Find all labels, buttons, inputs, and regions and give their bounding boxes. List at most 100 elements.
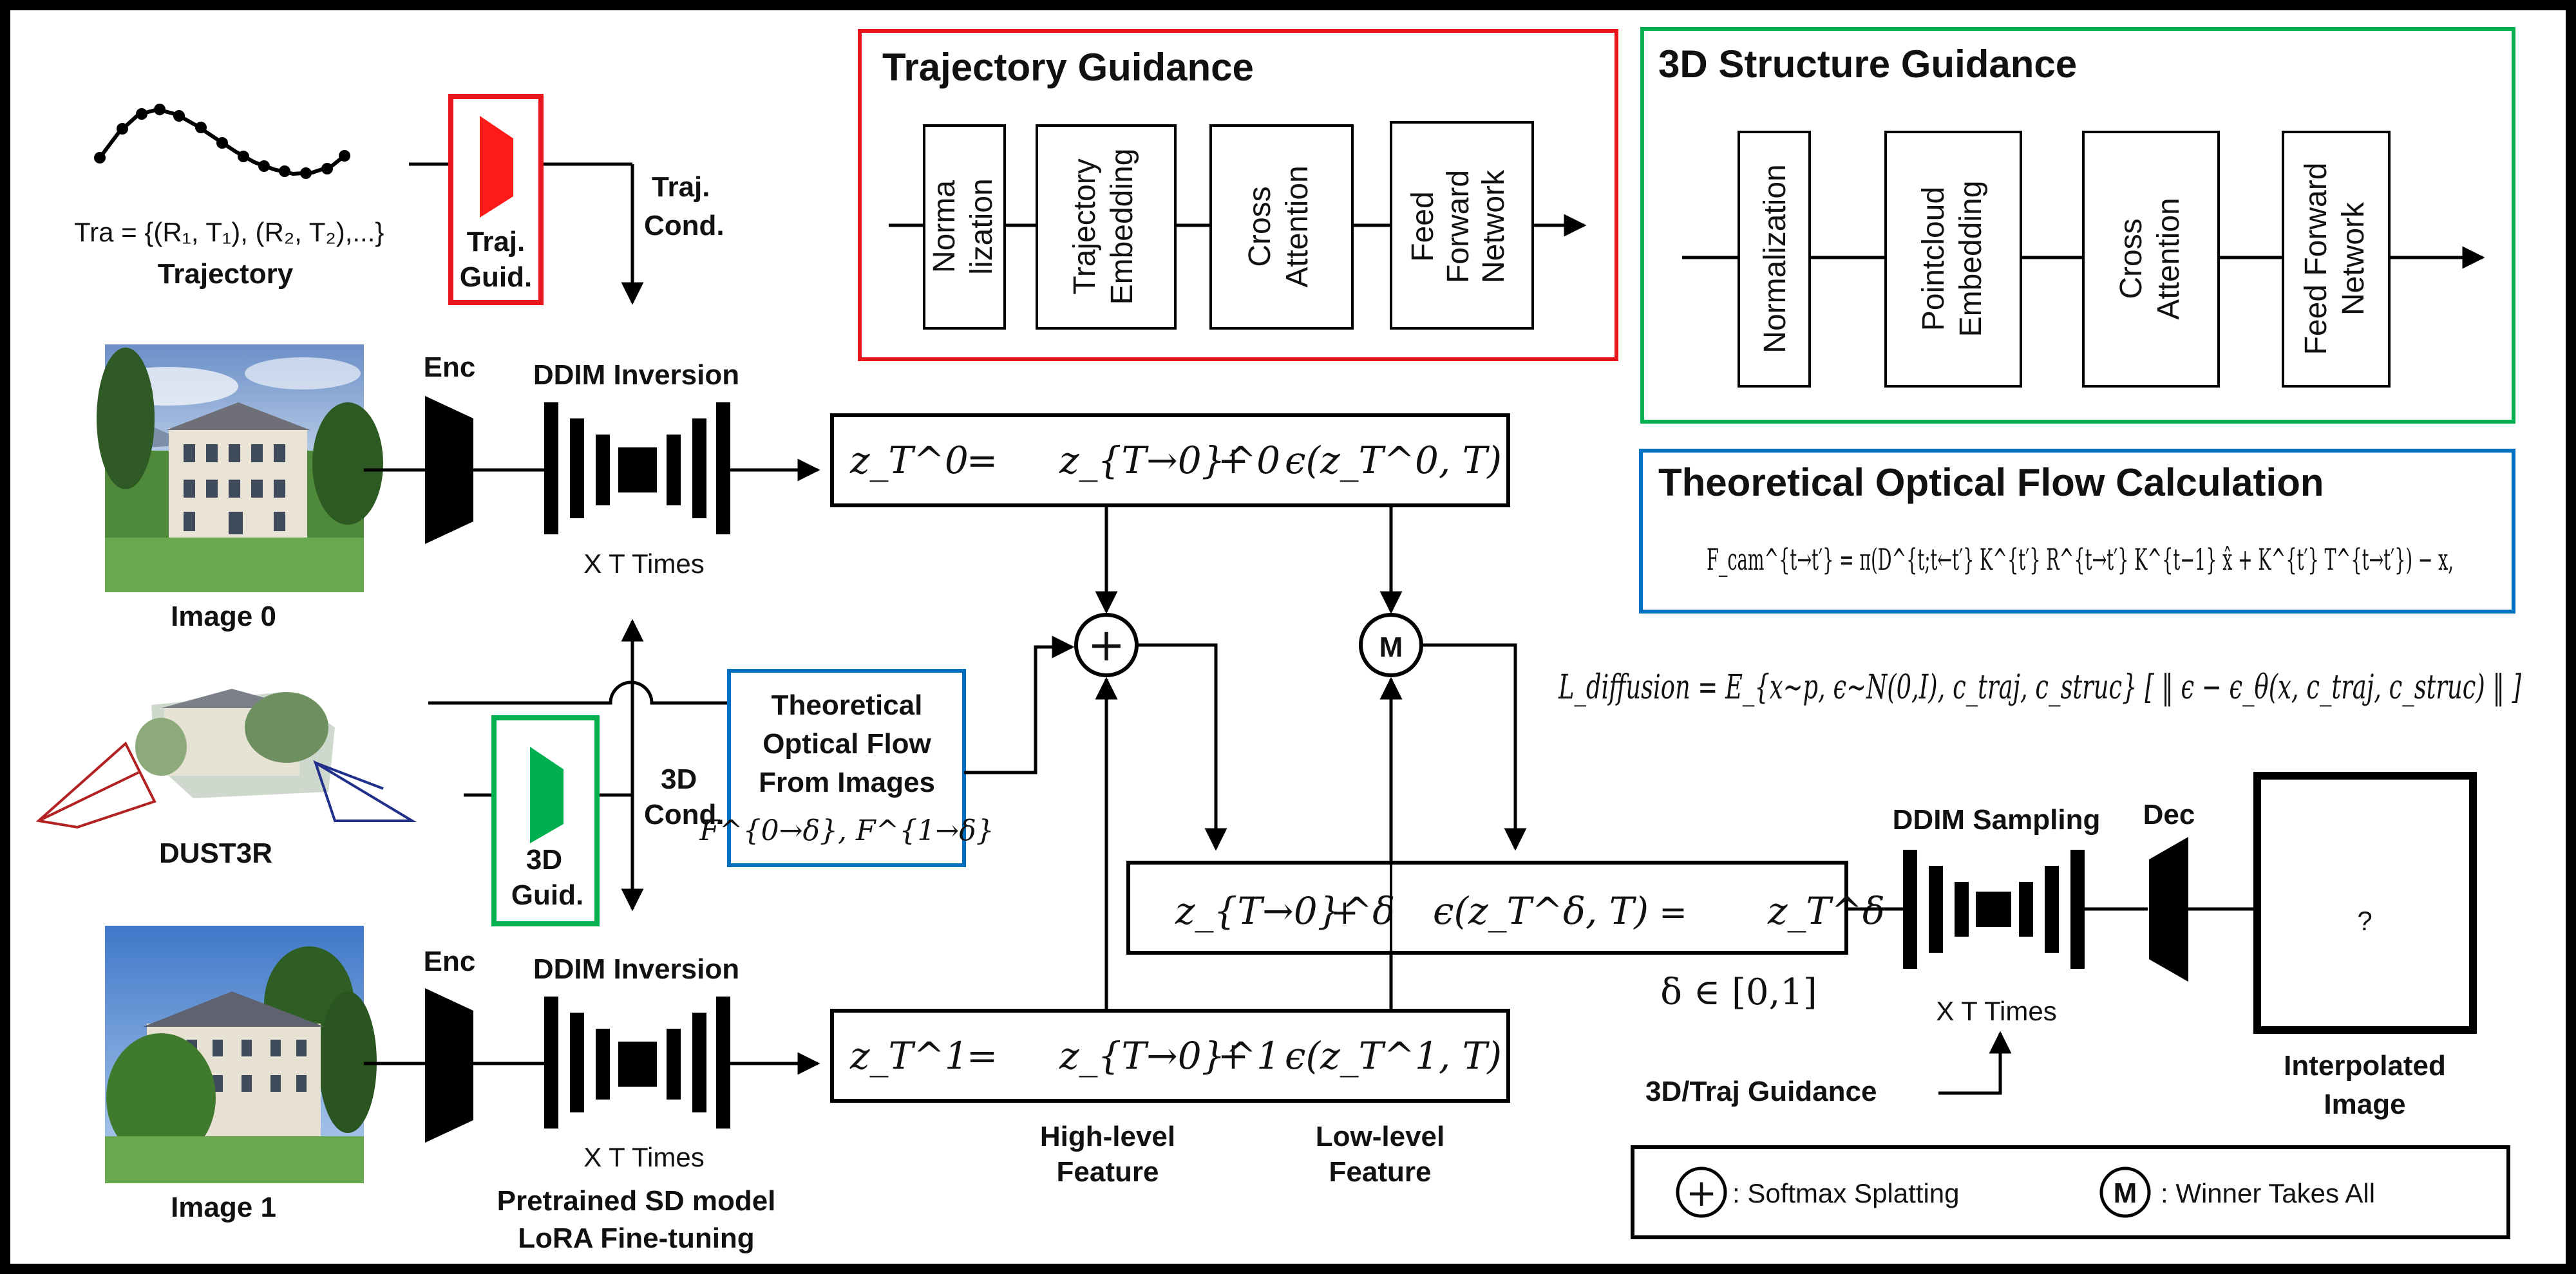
image0-times-label: X T Times	[583, 548, 705, 579]
optical-flow-title: Theoretical Optical Flow Calculation	[1658, 461, 2324, 504]
guidance-to-sampling	[1938, 1031, 2012, 1095]
struct-block-cross-attention: Cross Attention	[2082, 131, 2220, 388]
image0-photo	[97, 344, 383, 592]
structure-guidance-title: 3D Structure Guidance	[1658, 42, 2077, 86]
svg-text:Embedding: Embedding	[1954, 181, 1988, 337]
interpolated-image-placeholder	[2253, 772, 2477, 1034]
image0-ddim-unet	[544, 402, 730, 534]
trajectory-label: Trajectory	[158, 258, 294, 290]
eq1-equals: =	[967, 1034, 998, 1078]
wta-to-interp	[1421, 643, 1527, 851]
dust3r-label: DUST3R	[159, 838, 272, 869]
sampling-times-label: X T Times	[1936, 996, 2057, 1026]
flow-box-line1: Theoretical	[772, 689, 923, 721]
low-level-feature-label-2: Feature	[1329, 1156, 1432, 1188]
image1-photo	[105, 926, 377, 1183]
theoretical-flow-box	[727, 669, 966, 867]
svg-text:Embedding: Embedding	[1105, 149, 1139, 305]
3d-cond-label-2: Cond.	[644, 799, 724, 830]
eq1-plus: +	[1218, 1034, 1249, 1078]
image0-encoder	[425, 396, 473, 544]
trajectory-points	[94, 104, 350, 179]
decoder	[2149, 837, 2188, 982]
eq0-lhs: z_T^0	[849, 438, 969, 482]
dec-label: Dec	[2143, 799, 2195, 830]
latent-eq-1	[830, 1009, 1510, 1103]
legend-wta-symbol: M	[2114, 1177, 2137, 1209]
legend-splat-icon	[1676, 1166, 1727, 1218]
legend-wta-text: : Winner Takes All	[2161, 1178, 2375, 1208]
trajectory-guidance-title: Trajectory Guidance	[882, 46, 1254, 89]
eq1-rhs: ϵ(z_T^1, T)	[1285, 1034, 1502, 1078]
svg-text:Pointcloud: Pointcloud	[1917, 187, 1951, 331]
traj-block-normalization: Norma lization	[923, 124, 1006, 330]
svg-text:Trajectory: Trajectory	[1068, 158, 1102, 295]
flow-box-line2: Optical Flow	[762, 728, 931, 760]
unknown-output-mark: ?	[2357, 906, 2372, 936]
svg-text:Forward: Forward	[1441, 170, 1475, 283]
interpolated-label-1: Interpolated	[2284, 1050, 2446, 1082]
traj-cond-label-2: Cond.	[644, 210, 724, 241]
legend-wta-icon	[2099, 1166, 2151, 1218]
low-level-feature-label-1: Low-level	[1316, 1121, 1445, 1152]
traj-guid-label-1: Traj.	[467, 226, 526, 258]
svg-text:Network: Network	[2336, 201, 2371, 315]
softmax-splat-symbol: +	[1088, 619, 1126, 671]
optical-flow-panel	[1639, 449, 2515, 614]
legend-splat-symbol: +	[1686, 1171, 1718, 1215]
svg-text:Attention: Attention	[1280, 165, 1314, 287]
traj-block-feed-forward: Feed Forward Network	[1390, 121, 1534, 330]
traj-block-cross-attention: Cross Attention	[1209, 124, 1354, 330]
svg-text:Norma: Norma	[927, 180, 961, 273]
struct-block-embedding: Pointcloud Embedding	[1884, 131, 2022, 388]
legend-splat-text: : Softmax Splatting	[1732, 1178, 1960, 1208]
svg-text:Feed: Feed	[1406, 191, 1440, 261]
image1-enc-label: Enc	[424, 946, 476, 977]
winner-takes-all-symbol: M	[1379, 632, 1403, 663]
3d-guid-label-1: 3D	[526, 844, 562, 876]
svg-text:Network: Network	[1477, 169, 1511, 283]
traj-guid-icon	[480, 116, 513, 218]
optical-flow-formula: F_cam^{t→t′} = π(D^{t;t←t′} K^{t′} R^{t→…	[1707, 542, 2454, 577]
eq0-rhs: ϵ(z_T^0, T)	[1285, 438, 1502, 482]
image0-label: Image 0	[171, 601, 276, 632]
eq1-lhs: z_T^1	[849, 1034, 969, 1078]
struct-block-feed-forward: Feed Forward Network	[2282, 131, 2391, 388]
svg-text:lization: lization	[965, 178, 999, 274]
traj-guid-label-2: Guid.	[460, 261, 532, 293]
dust3r-pointcloud	[35, 689, 417, 829]
eq1-mid: z_{T→0}^1	[1059, 1034, 1280, 1078]
splat-to-interp	[1137, 643, 1227, 851]
image1-label: Image 1	[171, 1192, 276, 1223]
3d-traj-guidance-label: 3D/Traj Guidance	[1645, 1076, 1877, 1107]
image1-times-label: X T Times	[583, 1142, 705, 1172]
traj-block-embedding: Trajectory Embedding	[1036, 124, 1177, 330]
image1-ddim-unet	[544, 997, 730, 1129]
eqd-a: z_{T→0}^δ	[1175, 889, 1395, 933]
pretrained-model-label-1: Pretrained SD model	[497, 1185, 776, 1217]
svg-text:Cross: Cross	[2114, 218, 2148, 299]
eqd-equals: =	[1659, 894, 1687, 932]
diffusion-loss: L_diffusion = E_{x∼p, ϵ∼N(0,I), c_traj, …	[1558, 668, 2521, 707]
legend-box	[1631, 1145, 2510, 1239]
image1-ddim-label: DDIM Inversion	[533, 953, 739, 985]
high-level-feature-label-1: High-level	[1040, 1121, 1175, 1152]
ddim-sampling-unet	[1903, 850, 2085, 969]
eq0-equals: =	[967, 438, 998, 482]
svg-text:Normalization: Normalization	[1758, 164, 1792, 353]
ddim-sampling-label: DDIM Sampling	[1893, 804, 2101, 836]
high-level-feature-label-2: Feature	[1057, 1156, 1159, 1188]
traj-cond-label-1: Traj.	[652, 171, 710, 203]
3d-guid-label-2: Guid.	[511, 879, 583, 911]
3d-cond-label-1: 3D	[661, 763, 697, 795]
svg-text:Feed Forward: Feed Forward	[2299, 163, 2333, 355]
flow-box-formula: F^{0→δ}, F^{1→δ}	[699, 814, 994, 847]
interpolated-label-2: Image	[2324, 1089, 2405, 1120]
latent-eq-0	[830, 413, 1510, 507]
eqd-c: z_T^δ	[1767, 889, 1885, 933]
3d-guid-icon	[530, 747, 564, 843]
image1-encoder	[425, 988, 473, 1143]
image0-ddim-label: DDIM Inversion	[533, 359, 739, 391]
